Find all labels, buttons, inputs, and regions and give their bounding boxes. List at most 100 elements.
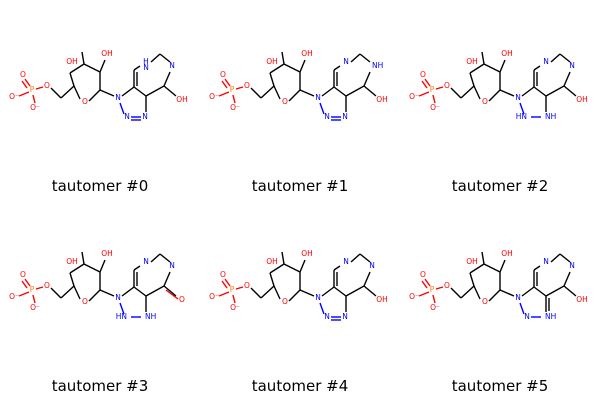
bond [288,289,301,302]
substituent-oxygen: OH [576,295,588,304]
bond [450,87,462,99]
bond [21,80,28,89]
bond [50,287,62,299]
bond [99,59,106,73]
bond [69,63,85,74]
hydroxyl-3: OH [501,49,513,58]
ester-oxygen: O [444,81,450,90]
bond [99,89,115,97]
phosphorus-atom: P [230,285,235,294]
triazole-n3: N [142,112,148,121]
ribose-oxygen: O [282,97,288,106]
bond [421,80,428,89]
bond [35,286,44,290]
bond [159,53,171,63]
bond [221,280,228,289]
bond [163,271,171,287]
ribose-oxygen: O [482,297,488,306]
bond [133,86,147,97]
bond [260,85,275,99]
bond [563,71,571,87]
nh-n: N [143,63,149,72]
tautomer-caption: tautomer #4 [251,377,349,395]
pyrimidine-n1: N [569,61,575,70]
bond [163,71,171,87]
triazole-n1: N [515,293,521,302]
triazole-n1: N [515,93,521,102]
bond [73,285,81,300]
phosphorus-atom: P [30,85,35,94]
pyrimidine-n3: H [143,57,149,66]
bond [133,265,141,271]
bond [533,86,547,97]
pyrimidine-n3: N [143,257,149,266]
bond [499,59,506,73]
phosphate-oxygen-left: O⁻ [409,92,419,101]
bond [221,80,228,89]
bond [283,263,301,273]
bond [145,285,165,297]
bond [250,87,262,99]
triazole-n1: N [115,293,121,302]
phosphate-oxygen-top: O [420,70,426,79]
bond [250,287,262,299]
bond [421,280,428,289]
phosphate-oxygen-bottom: O⁻ [230,103,240,112]
bond [469,263,485,274]
ester-oxygen: O [244,281,250,290]
bond [559,53,571,63]
bond [88,89,101,102]
bond [83,63,101,73]
bond [273,85,281,100]
hydroxyl-3: OH [301,49,313,58]
bond [333,265,341,271]
bond [481,51,485,65]
bond [559,253,571,263]
bond [24,78,31,87]
bond [60,285,75,299]
triazole-n2: N [124,112,130,121]
ribose-oxygen: O [282,297,288,306]
pyrimidine-n1: N [169,61,175,70]
bond [32,94,36,104]
phosphate-oxygen-left: O⁻ [9,92,19,101]
bond [69,72,75,87]
triazole-n2: N [324,112,330,121]
bond [69,272,75,287]
triazole-n1: N [315,293,321,302]
triazole-n3: NH [145,312,156,321]
pyrimidine-n3: N [543,257,549,266]
bond [281,51,285,65]
hydroxyl-2: OH [66,257,78,266]
bond [163,85,177,97]
bond [363,85,377,97]
bond [299,259,306,273]
bond [121,286,135,297]
bond [269,272,275,287]
bond [273,285,281,300]
bond [345,85,365,97]
bond [288,89,301,102]
bond [269,63,285,74]
bond [165,289,179,300]
bond [519,302,525,315]
bond [435,86,444,90]
substituent-oxygen: OH [376,95,388,104]
phosphate-oxygen-left: O⁻ [209,92,219,101]
bond [224,78,231,87]
bond [424,278,431,287]
pyrimidine-n1: NH [372,61,383,70]
bond [319,302,325,315]
substituent-oxygen: OH [176,95,188,104]
phosphate-oxygen-bottom: O⁻ [230,303,240,312]
hydroxyl-2: OH [466,257,478,266]
triazole-n1: N [315,93,321,102]
bond [432,94,436,104]
bond [435,286,444,290]
tautomer-caption: tautomer #5 [451,377,549,395]
